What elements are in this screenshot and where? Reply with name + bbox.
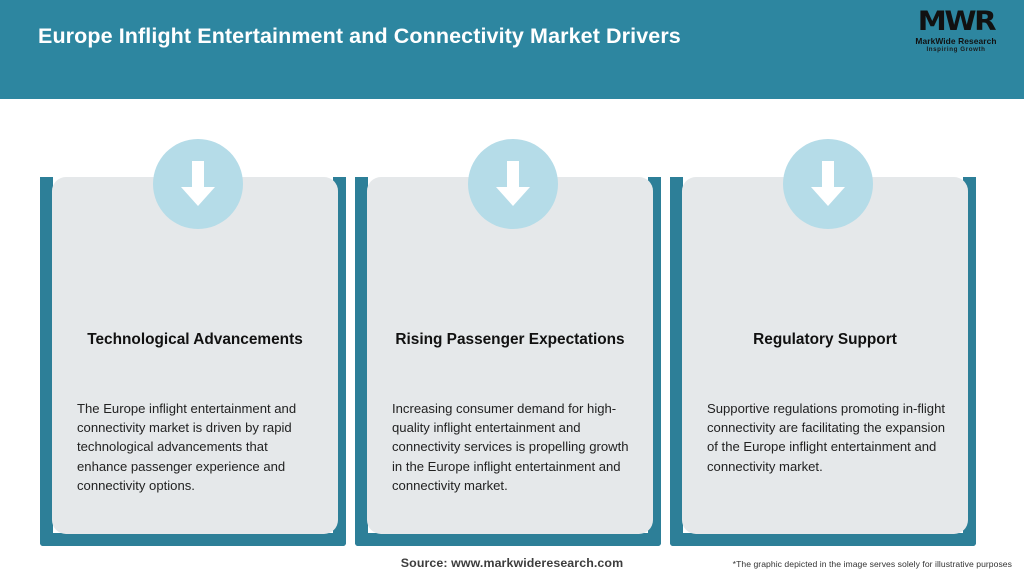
- disclaimer-note: *The graphic depicted in the image serve…: [732, 559, 1012, 569]
- driver-card-2: Rising Passenger Expectations Increasing…: [355, 99, 671, 576]
- logo-mark-icon: MWR: [917, 6, 997, 37]
- card-title: Regulatory Support: [753, 331, 897, 348]
- down-arrow-icon: [468, 139, 558, 229]
- card-title: Technological Advancements: [87, 331, 303, 348]
- card-title: Rising Passenger Expectations: [395, 331, 625, 348]
- logo-company-name: MarkWide Research: [915, 36, 997, 46]
- source-label: Source: www.markwideresearch.com: [400, 556, 624, 570]
- drivers-card-group: Technological Advancements The Europe in…: [0, 99, 1024, 576]
- card-panel: Regulatory Support Supportive regulation…: [682, 177, 968, 534]
- page-title: Europe Inflight Entertainment and Connec…: [38, 24, 681, 48]
- header-bar: Europe Inflight Entertainment and Connec…: [0, 0, 1024, 99]
- down-arrow-icon: [783, 139, 873, 229]
- card-panel: Technological Advancements The Europe in…: [52, 177, 338, 534]
- card-description: The Europe inflight entertainment and co…: [77, 401, 297, 493]
- driver-card-1: Technological Advancements The Europe in…: [40, 99, 356, 576]
- logo-tagline: Inspiring Growth: [926, 46, 986, 53]
- driver-card-3: Regulatory Support Supportive regulation…: [670, 99, 986, 576]
- card-description: Supportive regulations promoting in-flig…: [707, 401, 946, 474]
- down-arrow-icon: [153, 139, 243, 229]
- card-panel: Rising Passenger Expectations Increasing…: [367, 177, 653, 534]
- brand-logo: MWR MarkWide Research Inspiring Growth: [906, 8, 1006, 60]
- card-description: Increasing consumer demand for high-qual…: [392, 401, 629, 493]
